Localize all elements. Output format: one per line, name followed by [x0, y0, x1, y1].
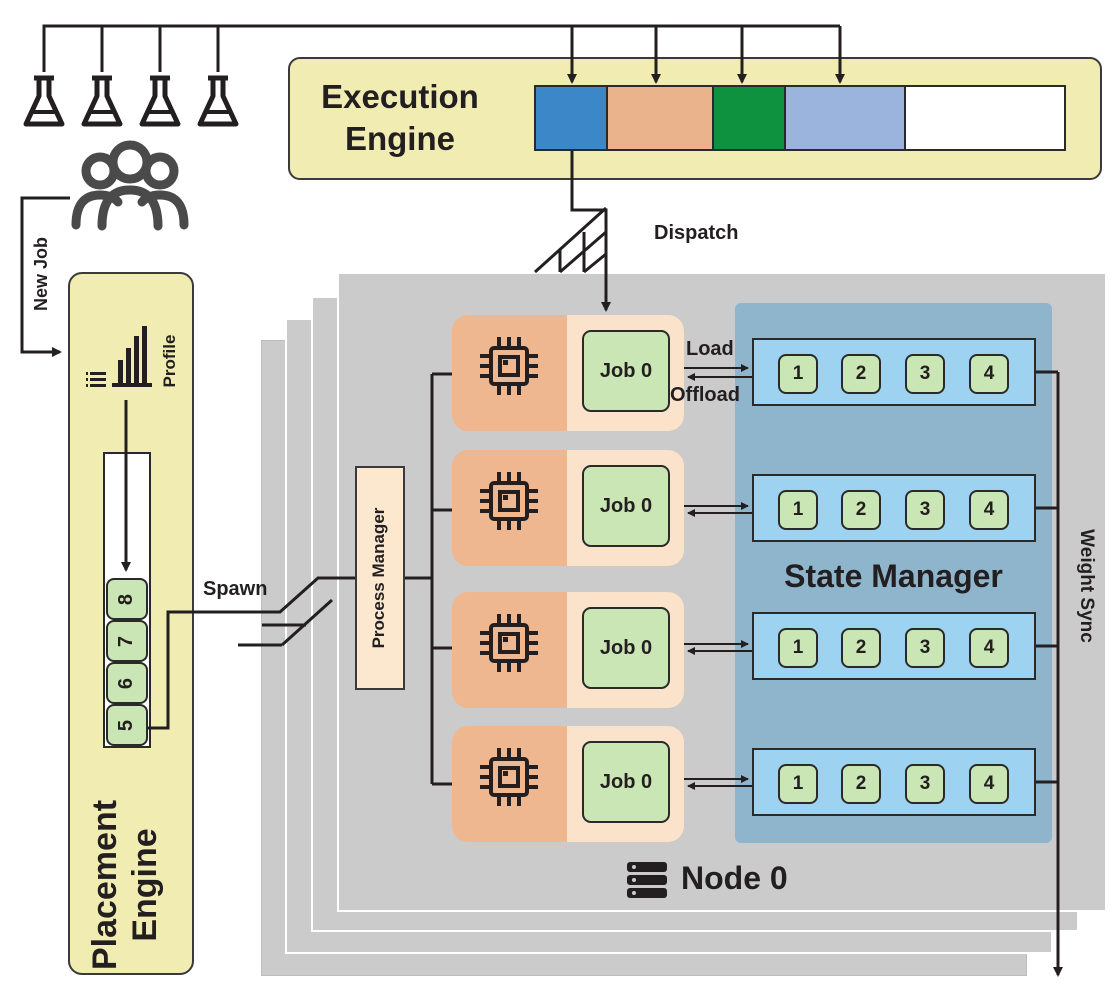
state-slot-row-1: 1 2 3 4: [752, 338, 1036, 406]
state-slot: 1: [778, 628, 818, 668]
state-slot: 3: [905, 490, 945, 530]
flask-icon: [23, 75, 65, 127]
queue-slot-1: [536, 87, 608, 149]
state-slot: 2: [841, 764, 881, 804]
server-icon: [627, 862, 667, 898]
state-slot: 3: [905, 628, 945, 668]
state-manager-label: State Manager: [784, 558, 1003, 594]
state-slot: 1: [778, 354, 818, 394]
placement-queue-slot: 8: [106, 578, 148, 620]
queue-slot-3: [714, 87, 786, 149]
experiments-bus: [42, 24, 840, 72]
execution-queue: [534, 85, 1066, 151]
placement-queue-slot: 5: [106, 704, 148, 746]
queue-slot-2: [608, 87, 714, 149]
state-slot-row-3: 1 2 3 4: [752, 612, 1036, 680]
flask-icon: [139, 75, 181, 127]
cpu-chip-icon: [480, 337, 538, 395]
execution-engine-title-line2: Engine: [344, 120, 455, 157]
placement-queue-slot: 6: [106, 662, 148, 704]
spawn-label: Spawn: [203, 578, 268, 600]
bar-chart-icon: [86, 326, 152, 387]
new-job-label: New Job: [31, 237, 51, 312]
dispatch-label: Dispatch: [654, 222, 739, 244]
execution-engine-title-line1: Execution: [321, 78, 479, 115]
flask-icon: [81, 75, 123, 127]
weight-sync-label: Weight Sync: [1076, 529, 1097, 643]
process-4: Job 0: [452, 726, 684, 842]
state-slot: 1: [778, 764, 818, 804]
state-slot: 3: [905, 354, 945, 394]
process-manager-box: [355, 466, 405, 690]
state-slot: 2: [841, 490, 881, 530]
job-box: Job 0: [582, 741, 670, 823]
process-3: Job 0: [452, 592, 684, 708]
cpu-chip-icon: [480, 748, 538, 806]
state-slot: 4: [969, 764, 1009, 804]
queue-slot-4: [786, 87, 906, 149]
queue-slot-empty: [906, 87, 1064, 149]
job-box: Job 0: [582, 607, 670, 689]
process-1: Job 0: [452, 315, 684, 431]
load-label: Load: [686, 338, 734, 360]
state-slot-row-2: 1 2 3 4: [752, 474, 1036, 542]
process-2: Job 0: [452, 450, 684, 566]
cpu-chip-icon: [480, 472, 538, 530]
node-label: Node 0: [681, 860, 788, 896]
state-slot: 4: [969, 628, 1009, 668]
cpu-chip-icon: [480, 614, 538, 672]
state-slot: 1: [778, 490, 818, 530]
flask-icon: [197, 75, 239, 127]
state-slot-row-4: 1 2 3 4: [752, 748, 1036, 816]
execution-engine-title: Execution Engine: [300, 76, 500, 160]
state-slot: 3: [905, 764, 945, 804]
state-slot: 4: [969, 490, 1009, 530]
job-box: Job 0: [582, 465, 670, 547]
users-group-icon: [71, 140, 189, 231]
job-box: Job 0: [582, 330, 670, 412]
state-slot: 2: [841, 354, 881, 394]
offload-label: Offload: [670, 384, 740, 406]
placement-queue-slot: 7: [106, 620, 148, 662]
state-slot: 4: [969, 354, 1009, 394]
state-slot: 2: [841, 628, 881, 668]
